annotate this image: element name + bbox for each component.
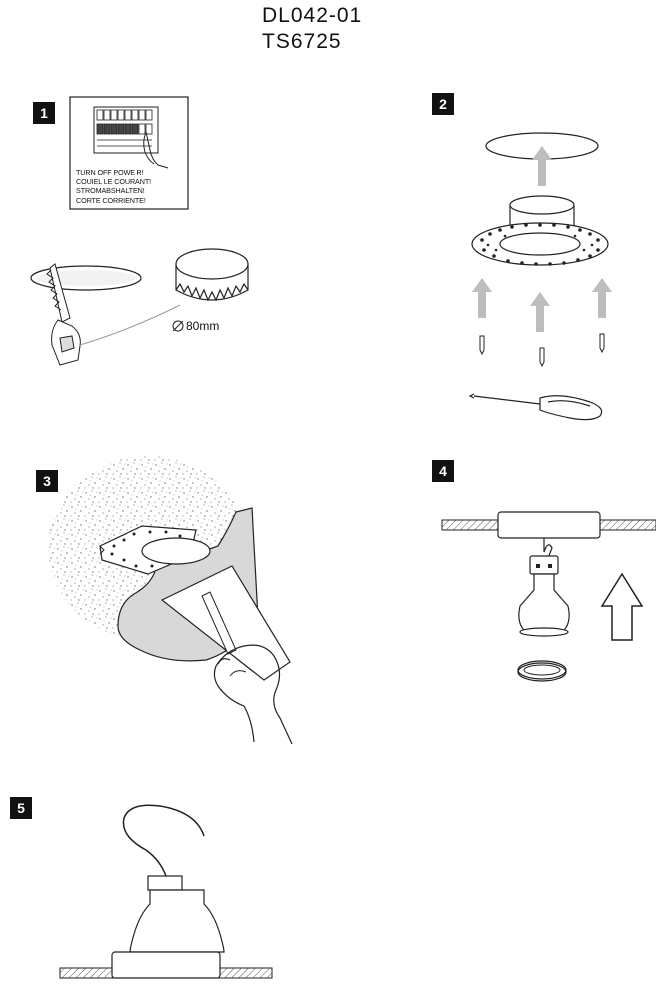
arrow-up-right-icon [592, 278, 612, 318]
step-2-illustration [470, 133, 612, 420]
arrow-up-left-icon [472, 278, 492, 318]
warning-line-de: STROMABSHALTEN! [76, 186, 151, 195]
warning-line-es: CORTE CORRIENTE! [76, 196, 151, 205]
fixture-housing [510, 196, 574, 214]
lamp-body [130, 890, 224, 952]
ceiling-fixture [498, 512, 600, 538]
cable [123, 805, 204, 876]
warning-line-en: TURN OFF POWE R! [76, 168, 151, 177]
step-3-illustration [48, 456, 292, 744]
diameter-symbol-icon [173, 321, 183, 331]
fixture-trim [112, 952, 220, 978]
warning-line-fr: COUIEL LE COURANT! [76, 177, 151, 186]
screws-icon [480, 334, 604, 366]
socket-connector [148, 876, 182, 890]
step-4-illustration [442, 512, 656, 681]
hole-diameter-label: 80mm [186, 319, 219, 333]
step-5-illustration [60, 805, 272, 978]
gu10-socket [530, 556, 558, 574]
bulb-icon [519, 574, 569, 632]
power-off-warning: TURN OFF POWE R! COUIEL LE COURANT! STRO… [76, 168, 151, 205]
screwdriver-icon [470, 394, 602, 420]
arrow-up-outline-icon [602, 574, 642, 640]
hole-saw-icon [176, 249, 248, 300]
arrow-up-center-icon [530, 292, 550, 332]
